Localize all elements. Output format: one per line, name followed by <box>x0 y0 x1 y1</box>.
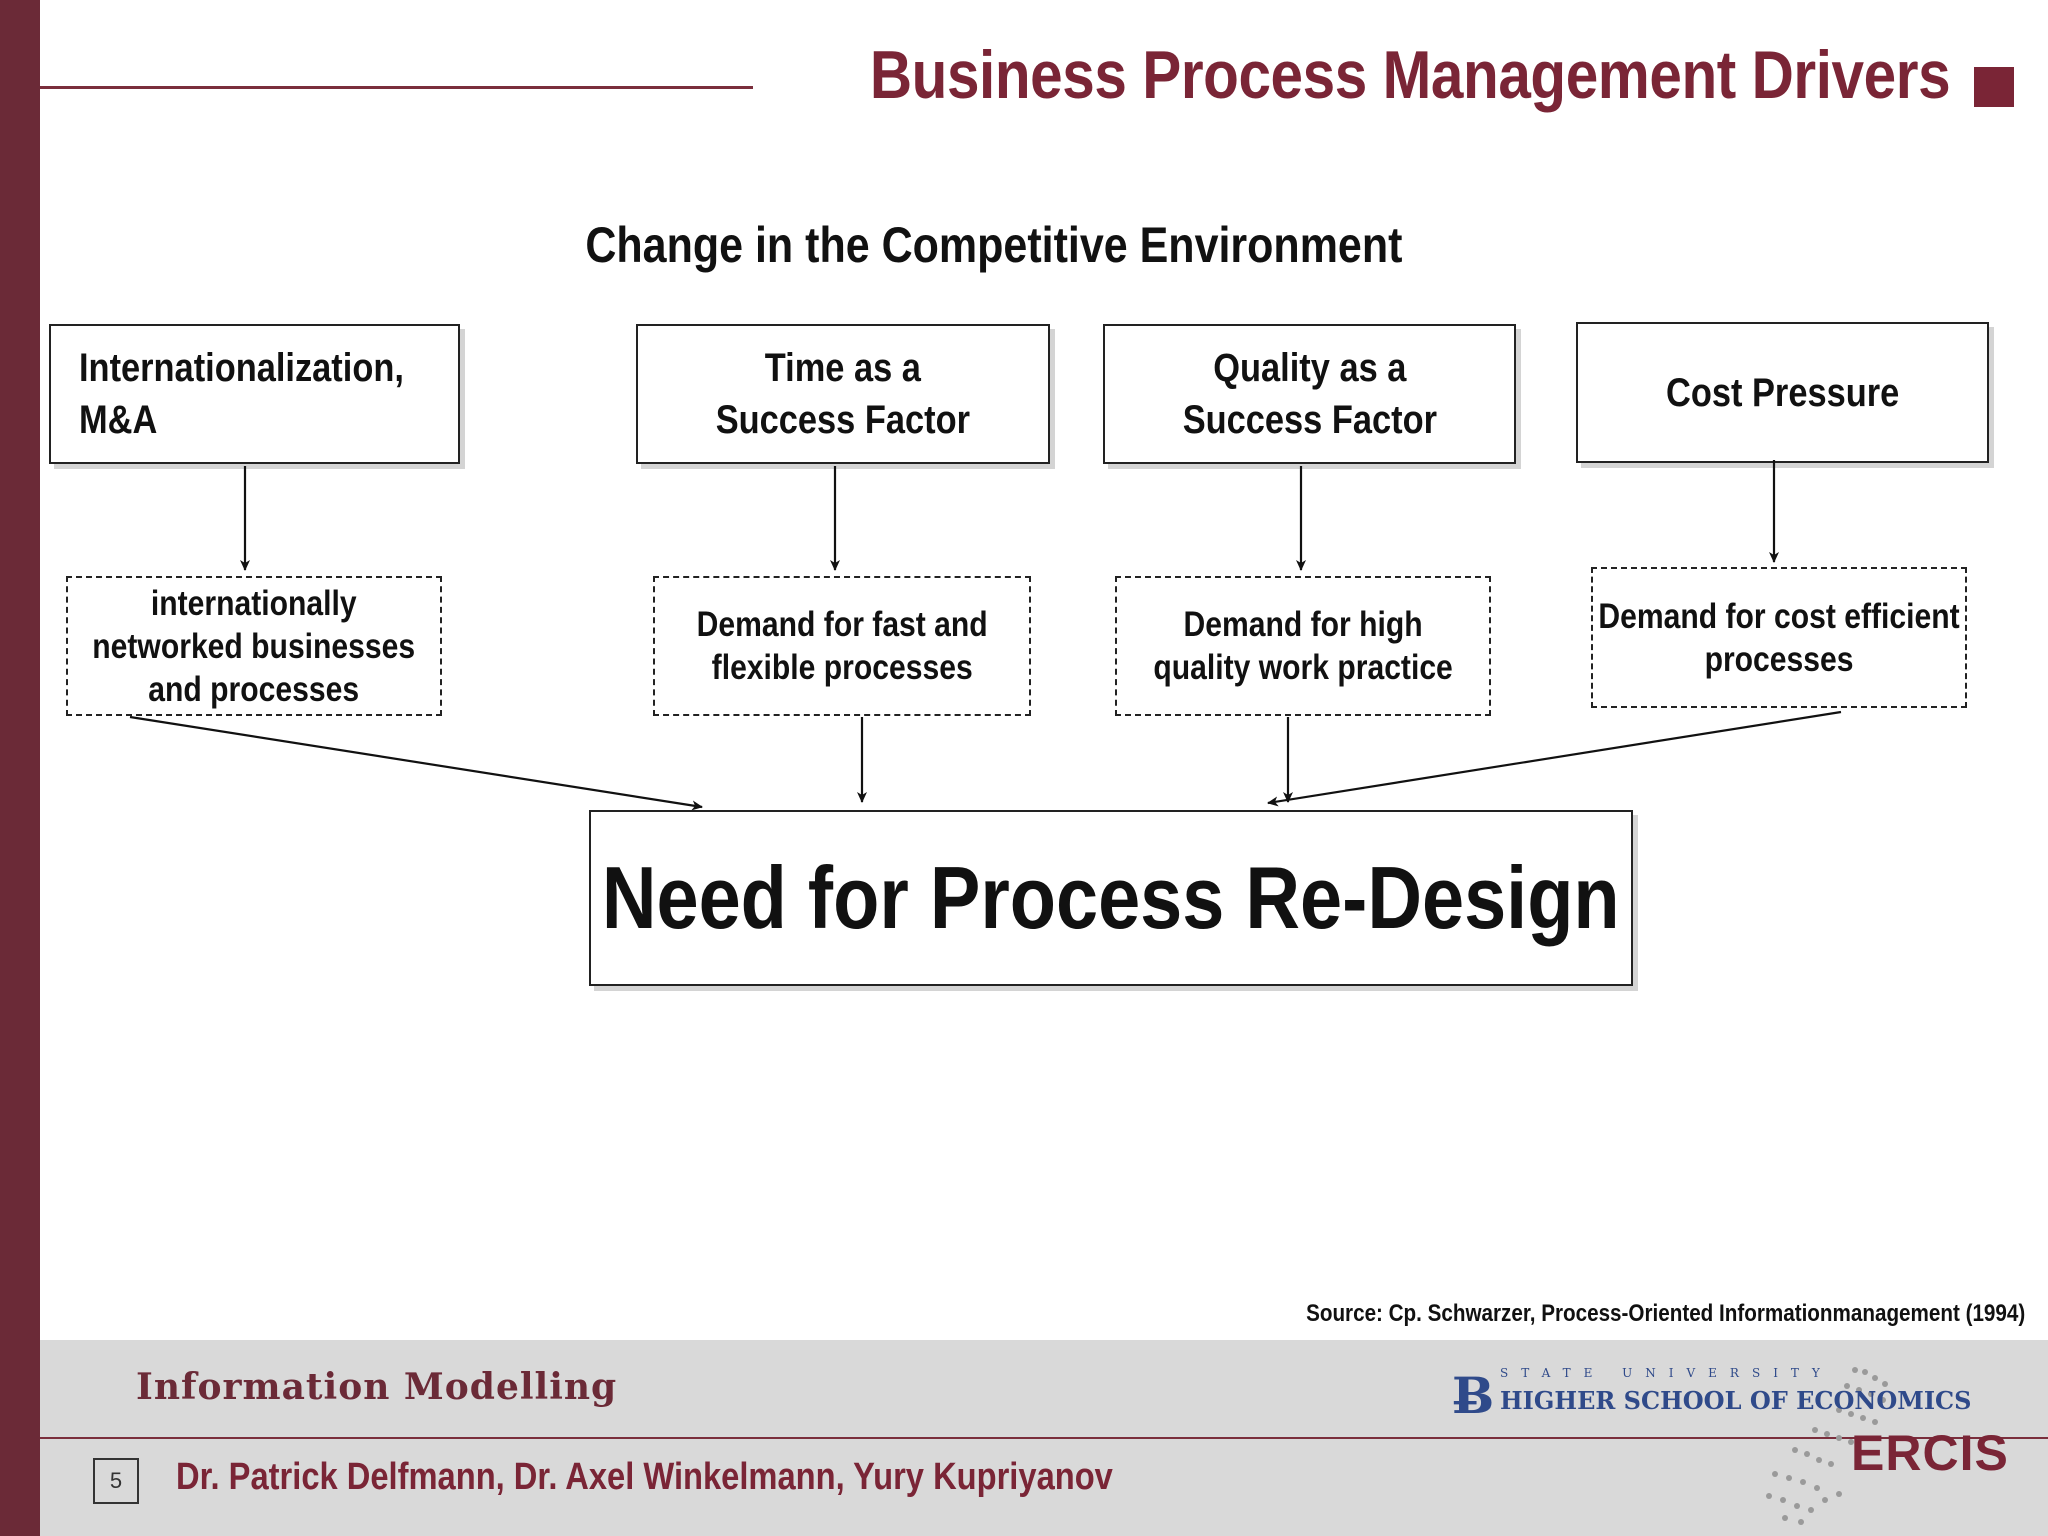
result-box: Need for Process Re-Design <box>589 810 1633 986</box>
ercis-logo: ERCIS <box>1851 1425 2009 1481</box>
driver-box-quality: Quality as a Success Factor <box>1103 324 1516 464</box>
europe-dot-map-icon <box>1766 1367 1888 1525</box>
driver-line: Success Factor <box>715 398 971 442</box>
driver-text: Time as a Success Factor <box>716 342 970 446</box>
demand-line: internationally <box>151 583 357 623</box>
driver-box-internationalization: Internationalization, M&A <box>49 324 460 464</box>
driver-line: Time as a <box>764 346 922 390</box>
demand-text: Demand for high quality work practice <box>1153 603 1452 689</box>
demand-line: Demand for fast and <box>696 605 988 644</box>
source-citation: Source: Cp. Schwarzer, Process-Oriented … <box>1305 1300 2025 1327</box>
authors: Dr. Patrick Delfmann, Dr. Axel Winkelman… <box>176 1456 1113 1498</box>
demand-text: Demand for fast and flexible processes <box>696 603 987 689</box>
demand-line: Demand for high <box>1183 605 1423 644</box>
demand-line: Demand for cost efficient <box>1598 596 1960 636</box>
diagram-subtitle-text: Change in the Competitive Environment <box>585 217 1403 273</box>
course-name: Information Modelling <box>136 1366 618 1408</box>
page-number: 5 <box>93 1458 139 1504</box>
driver-box-time: Time as a Success Factor <box>636 324 1050 464</box>
driver-text: Cost Pressure <box>1666 367 1899 419</box>
arrow-cost-demand-to-result <box>1267 710 1842 807</box>
driver-text: Quality as a Success Factor <box>1182 342 1436 446</box>
demand-line: quality work practice <box>1153 648 1453 687</box>
hse-logo: Ƀ STATE UNIVERSITY HIGHER SCHOOL OF ECON… <box>1452 1364 1972 1425</box>
title-square-marker <box>1974 67 2014 107</box>
driver-box-cost: Cost Pressure <box>1576 322 1989 463</box>
hse-mark-icon: Ƀ <box>1452 1366 1495 1425</box>
driver-text: Internationalization, M&A <box>79 342 404 446</box>
driver-line: Internationalization, <box>79 346 404 390</box>
demand-box-fast: Demand for fast and flexible processes <box>653 576 1031 716</box>
result-label: Need for Process Re-Design <box>602 848 1620 947</box>
demand-box-quality: Demand for high quality work practice <box>1115 576 1491 716</box>
driver-line: Quality as a <box>1212 346 1407 390</box>
left-accent-bar <box>0 0 40 1536</box>
driver-line: Success Factor <box>1182 398 1437 442</box>
title-rule <box>40 86 753 89</box>
demand-line: and processes <box>148 669 360 709</box>
diagram-subtitle: Change in the Competitive Environment <box>143 216 1904 274</box>
driver-line: M&A <box>79 398 158 442</box>
demand-line: processes <box>1704 639 1854 679</box>
footer-rule <box>40 1437 2048 1439</box>
demand-line: flexible processes <box>711 648 973 687</box>
arrow-networked-to-result <box>129 715 703 811</box>
driver-line: Cost Pressure <box>1665 370 1900 415</box>
hse-university-line: STATE UNIVERSITY <box>1500 1366 1833 1380</box>
demand-line: networked businesses <box>92 626 416 666</box>
hse-school-name: HIGHER SCHOOL OF ECONOMICS <box>1500 1386 1972 1415</box>
slide-title: Business Process Management Drivers <box>869 37 1951 113</box>
